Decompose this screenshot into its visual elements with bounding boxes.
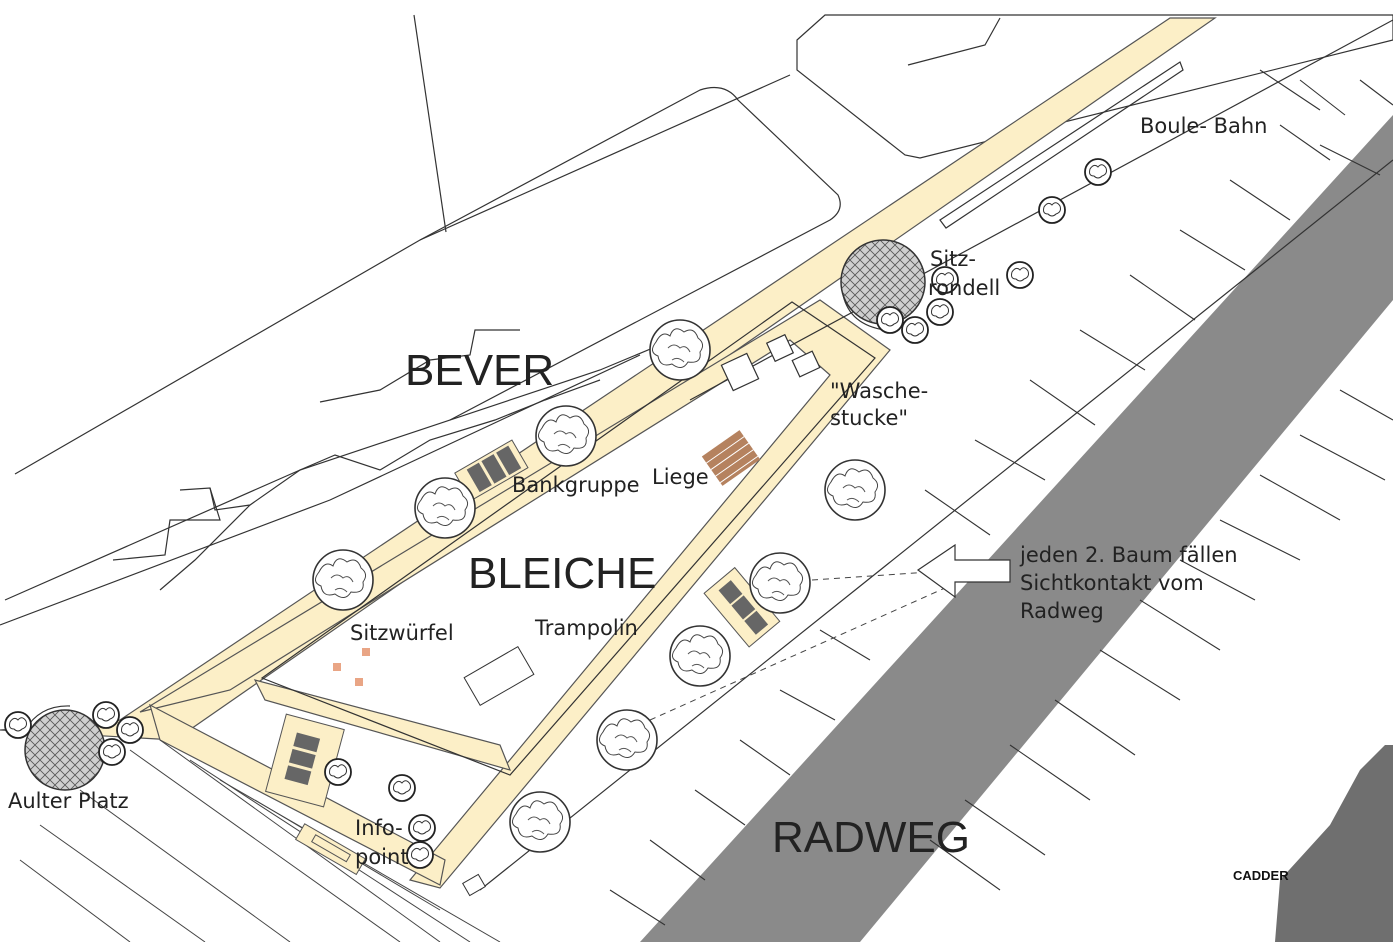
label-sitz-2: rondell <box>928 276 1000 300</box>
label-trampolin: Trampolin <box>534 616 638 640</box>
label-info-1: Info- <box>355 816 403 840</box>
label-bever: BEVER <box>405 346 554 395</box>
label-info-2: point <box>355 845 409 869</box>
label-liege: Liege <box>652 465 709 489</box>
note-arrow <box>916 543 1011 599</box>
label-bankgruppe: Bankgruppe <box>512 473 640 497</box>
label-note-1: jeden 2. Baum fällen <box>1019 543 1238 567</box>
wasche-stucke <box>720 333 821 392</box>
label-radweg: RADWEG <box>772 813 970 862</box>
trampolin <box>463 645 535 707</box>
sitz-cubes <box>333 648 370 686</box>
bank-group <box>454 439 529 502</box>
bench-info <box>264 713 345 808</box>
label-sitzwurfel: Sitzwürfel <box>350 621 454 645</box>
sightlines <box>649 571 946 721</box>
cadder-logo: CADDER <box>1233 868 1289 883</box>
label-sitz-1: Sitz- <box>930 247 976 271</box>
parking-block <box>419 14 1393 421</box>
liege-lounger <box>701 430 761 486</box>
cycle-path <box>640 115 1393 942</box>
label-bleiche: BLEICHE <box>468 549 656 598</box>
info-board <box>295 823 366 876</box>
label-wasche-2: stucke" <box>830 406 908 430</box>
label-boule: Boule- Bahn <box>1140 114 1267 138</box>
street-stripes <box>609 69 1393 926</box>
label-aulter: Aulter Platz <box>8 789 129 813</box>
river-banks <box>0 14 791 626</box>
bench-right <box>703 566 781 648</box>
label-note-2: Sichtkontakt vom <box>1020 571 1204 595</box>
building-corner <box>1275 745 1393 942</box>
boule-track <box>939 61 1184 229</box>
label-wasche-1: "Wasche- <box>830 379 928 403</box>
label-note-3: Radweg <box>1020 599 1104 623</box>
meadow-area <box>260 301 876 776</box>
